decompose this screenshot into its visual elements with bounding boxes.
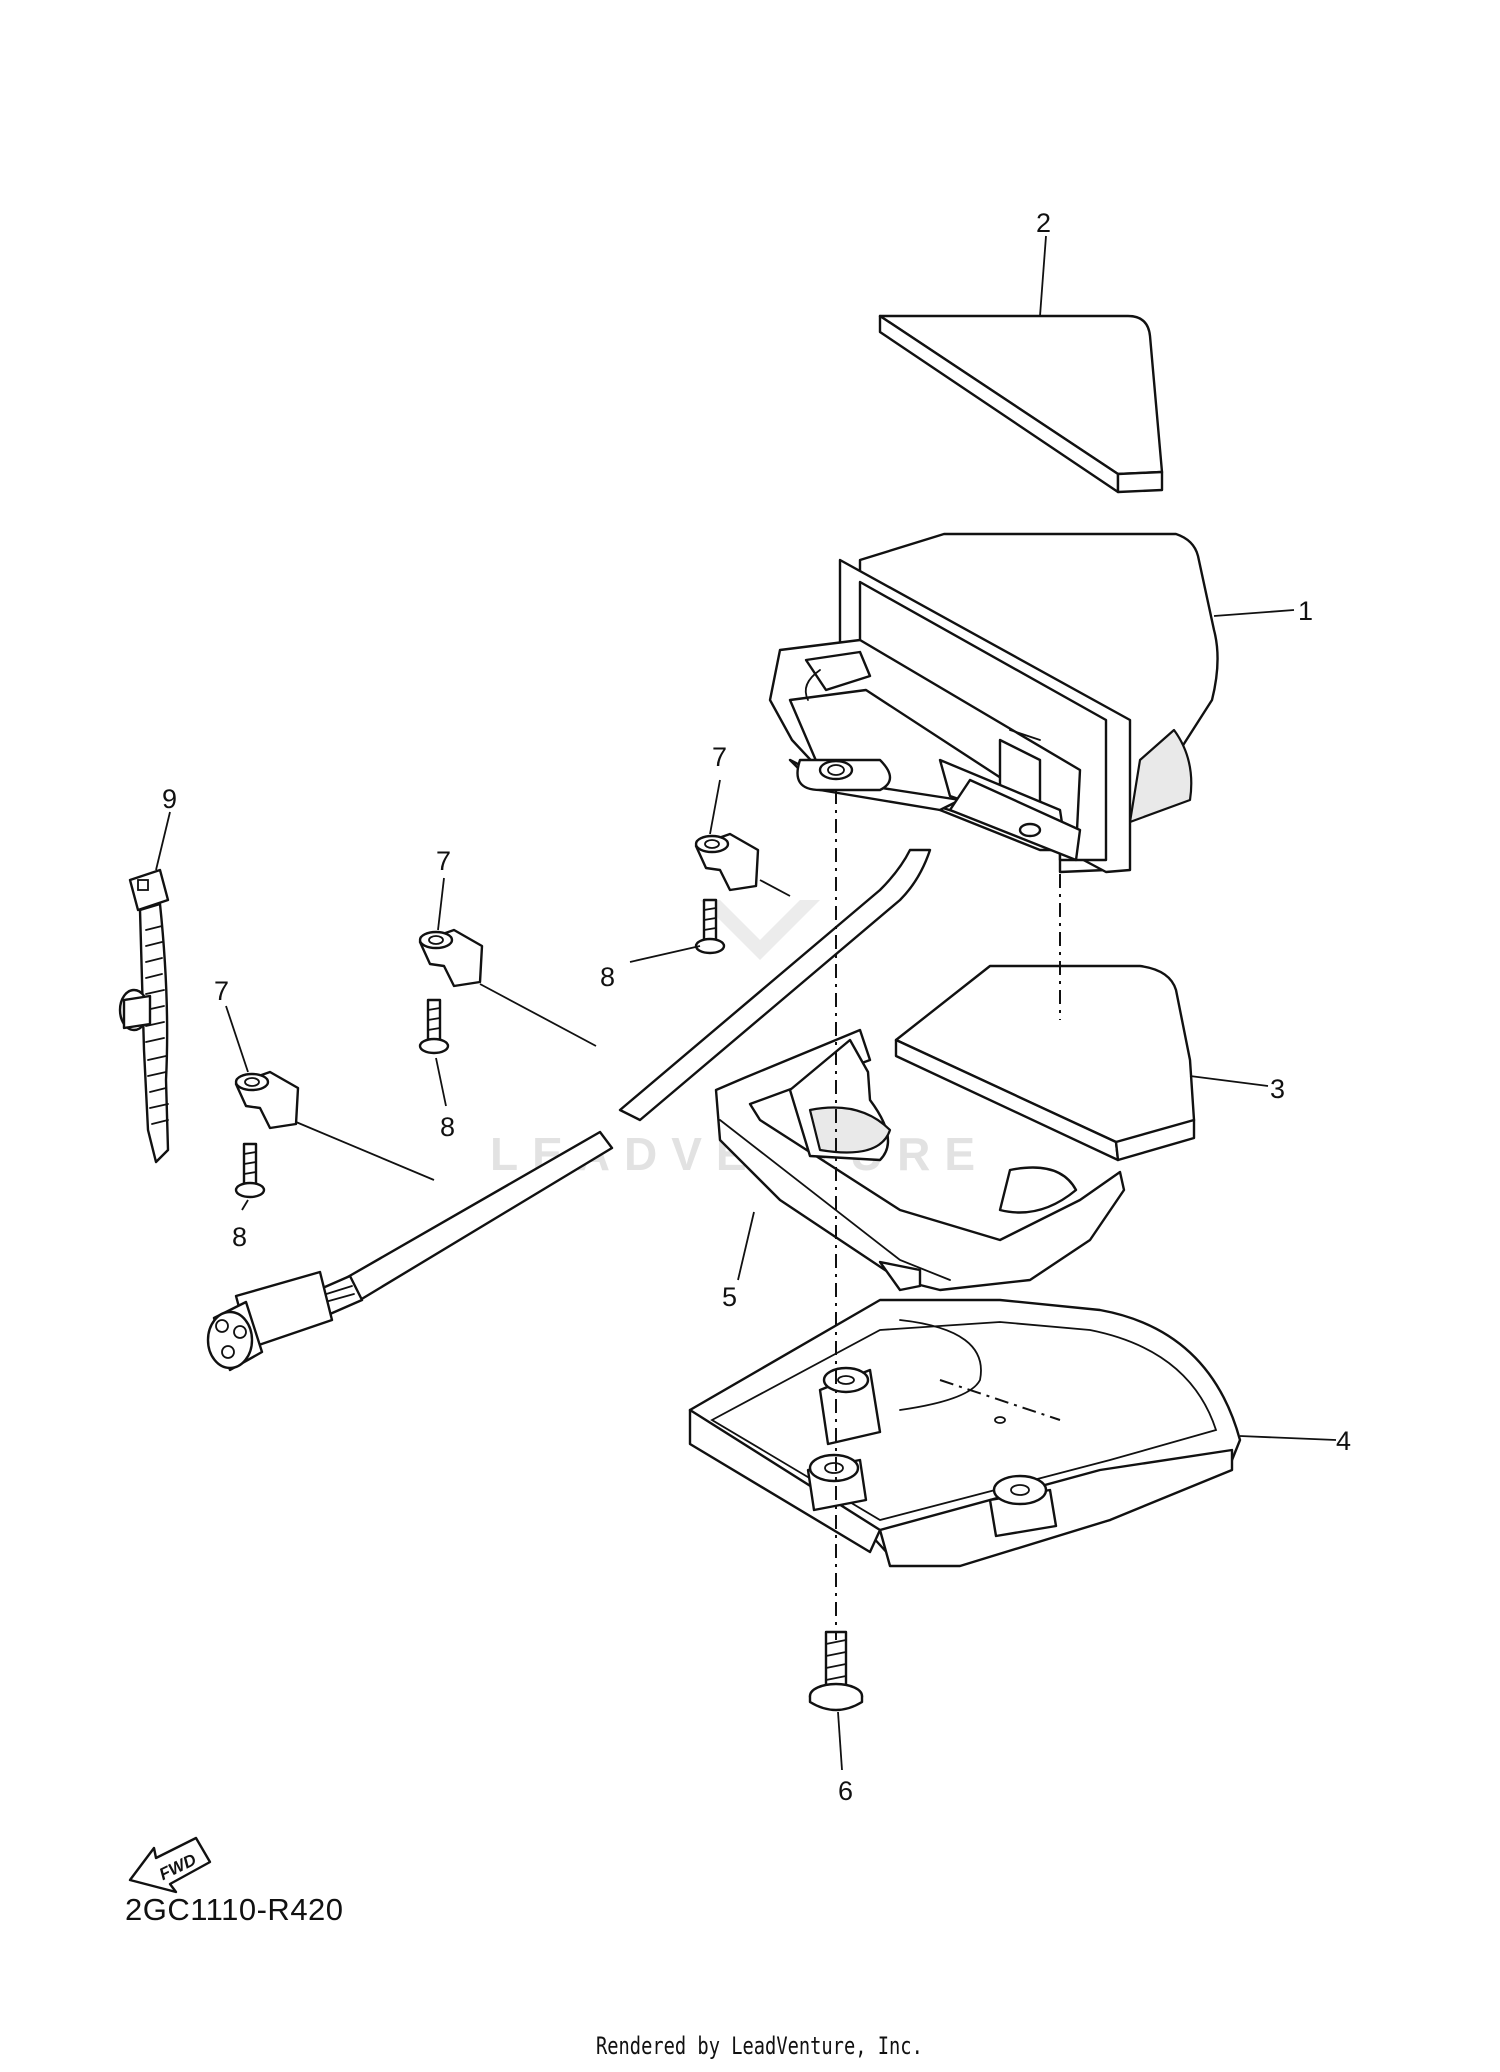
part-8-screw-c[interactable] (234, 1142, 266, 1199)
callout-7c[interactable]: 7 (214, 976, 229, 1006)
part-8-screw-a[interactable] (694, 898, 726, 955)
callout-9[interactable]: 9 (162, 784, 177, 814)
callout-5[interactable]: 5 (722, 1282, 737, 1312)
part-4-base[interactable] (688, 1298, 1242, 1568)
part-6-screw[interactable] (808, 1630, 864, 1712)
fwd-arrow-icon: FWD (128, 1836, 212, 1894)
part-9-cable-tie[interactable] (118, 868, 170, 1164)
wire-harness[interactable] (206, 848, 932, 1372)
callout-4[interactable]: 4 (1336, 1426, 1351, 1456)
callout-7b[interactable]: 7 (436, 846, 451, 876)
part-1-housing[interactable] (768, 532, 1219, 874)
diagram-code: 2GC1110-R420 (125, 1892, 344, 1927)
part-3-gasket[interactable] (894, 964, 1196, 1162)
callout-8c[interactable]: 8 (232, 1222, 247, 1252)
part-8-screw-b[interactable] (418, 998, 450, 1055)
callouts: 2 1 3 4 5 6 7 7 7 8 8 8 9 (162, 208, 1351, 1806)
callout-1[interactable]: 1 (1298, 596, 1313, 626)
callout-7a[interactable]: 7 (712, 742, 727, 772)
callout-6[interactable]: 6 (838, 1776, 853, 1806)
leader-lines (155, 235, 1337, 1771)
callout-2[interactable]: 2 (1036, 208, 1051, 238)
credit-text: Rendered by LeadVenture, Inc. (596, 2032, 923, 2060)
callout-8a[interactable]: 8 (600, 962, 615, 992)
callout-8b[interactable]: 8 (440, 1112, 455, 1142)
part-7-clamp-b[interactable] (418, 928, 484, 988)
callout-3[interactable]: 3 (1270, 1074, 1285, 1104)
part-7-clamp-a[interactable] (694, 832, 760, 892)
part-2-gasket[interactable] (878, 314, 1164, 494)
part-5-bracket[interactable] (714, 1028, 1126, 1292)
part-7-clamp-c[interactable] (234, 1070, 300, 1130)
